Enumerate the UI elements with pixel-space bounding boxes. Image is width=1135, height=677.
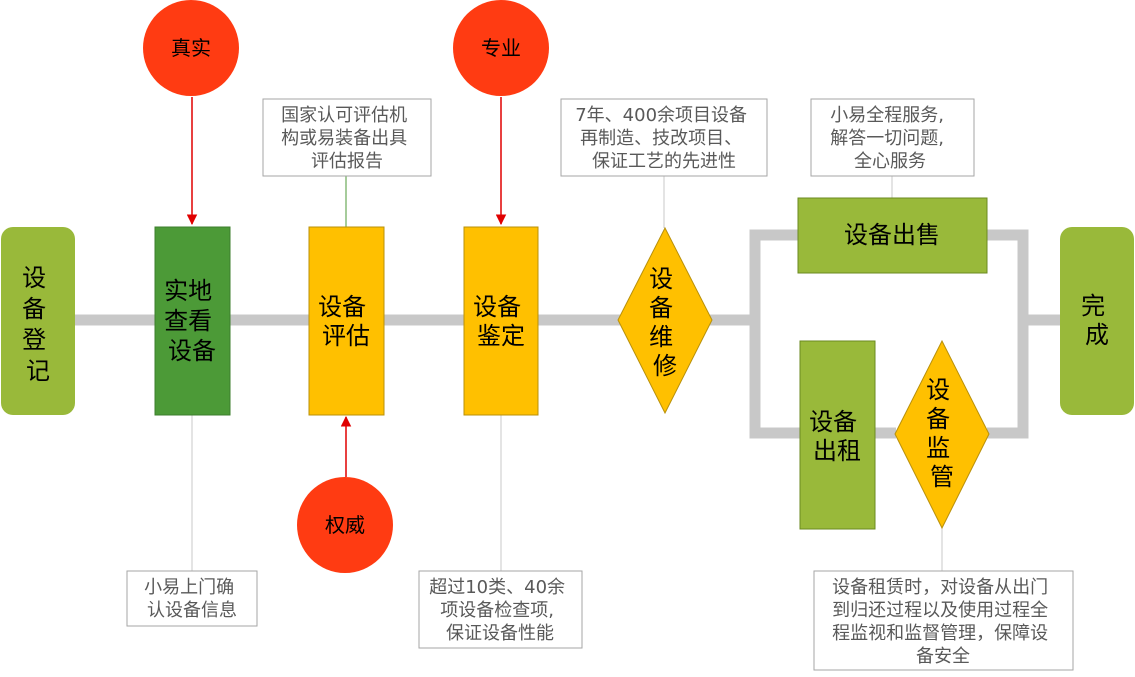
circle-authority-label: 权威 — [325, 513, 365, 537]
node-equipment-monitoring-shape — [894, 339, 990, 530]
node-equipment-evaluation-shape — [308, 226, 385, 416]
note-repair-experience-text: 7年、400余项目设备 再制造、技改项目、 保证工艺的先进性 — [575, 105, 753, 172]
note-evaluation-report: 国家认可评估机 构或易装备出具 评估报告 — [262, 98, 432, 177]
node-complete-shape — [1060, 227, 1134, 415]
circle-professional-label: 专业 — [481, 36, 521, 60]
note-site-confirm-text: 小易上门确 认设备信息 — [144, 577, 240, 621]
node-equipment-sale-label: 设备出售 — [844, 221, 940, 249]
node-site-inspection-label: 实地 查看 设备 — [164, 277, 220, 365]
note-repair-experience: 7年、400余项目设备 再制造、技改项目、 保证工艺的先进性 — [560, 98, 768, 177]
node-equipment-rental-label: 设备 出租 — [809, 408, 865, 465]
note-appraisal-items-text: 超过10类、40余 项设备检查项, 保证设备性能 — [429, 577, 571, 644]
node-equipment-rental-shape — [799, 340, 876, 530]
node-equipment-repair-shape — [617, 226, 713, 415]
note-leader-lines — [191, 176, 943, 571]
red-arrows — [186, 97, 507, 477]
circle-professional: 专业 — [453, 0, 549, 96]
node-equipment-rental: 设备 出租 — [799, 340, 876, 530]
node-equipment-sale-shape — [797, 197, 988, 274]
node-equipment-appraisal-shape — [463, 226, 539, 416]
note-sale-service-text: 小易全程服务, 解答一切问题, 全心服务 — [830, 105, 949, 172]
node-equipment-register-label: 设 备 登 记 — [22, 264, 54, 385]
circle-authentic: 真实 — [143, 0, 239, 96]
node-equipment-appraisal: 设备 鉴定 — [463, 226, 539, 416]
connector-lines — [75, 229, 1060, 439]
note-evaluation-report-text: 国家认可评估机 构或易装备出具 评估报告 — [281, 105, 413, 172]
note-rental-monitoring: 设备租赁时，对设备从出门 到归还过程以及使用过程全 程监视和监督管理，保障设 备… — [813, 570, 1074, 671]
node-complete: 完 成 — [1060, 227, 1134, 415]
node-complete-label: 完 成 — [1081, 292, 1113, 349]
node-site-inspection-shape — [154, 226, 231, 416]
node-equipment-repair-label: 设 备 维 修 — [649, 265, 681, 380]
note-appraisal-items: 超过10类、40余 项设备检查项, 保证设备性能 — [418, 570, 583, 649]
node-site-inspection: 实地 查看 设备 — [154, 226, 231, 416]
node-equipment-repair: 设 备 维 修 — [617, 226, 713, 415]
circle-authority: 权威 — [297, 477, 393, 573]
node-equipment-appraisal-label: 设备 鉴定 — [473, 293, 529, 350]
node-equipment-register: 设 备 登 记 — [1, 227, 75, 415]
node-equipment-sale: 设备出售 — [797, 197, 988, 274]
node-equipment-evaluation: 设备 评估 — [308, 226, 385, 416]
circle-authentic-label: 真实 — [171, 36, 211, 60]
note-sale-service: 小易全程服务, 解答一切问题, 全心服务 — [810, 98, 975, 177]
node-equipment-evaluation-label: 设备 评估 — [318, 293, 374, 350]
node-equipment-monitoring: 设 备 监 管 — [894, 339, 990, 530]
note-rental-monitoring-text: 设备租赁时，对设备从出门 到归还过程以及使用过程全 程监视和监督管理，保障设 备… — [832, 577, 1054, 667]
node-equipment-register-shape — [1, 227, 75, 415]
note-site-confirm: 小易上门确 认设备信息 — [126, 570, 258, 627]
node-equipment-monitoring-label: 设 备 监 管 — [926, 376, 958, 491]
